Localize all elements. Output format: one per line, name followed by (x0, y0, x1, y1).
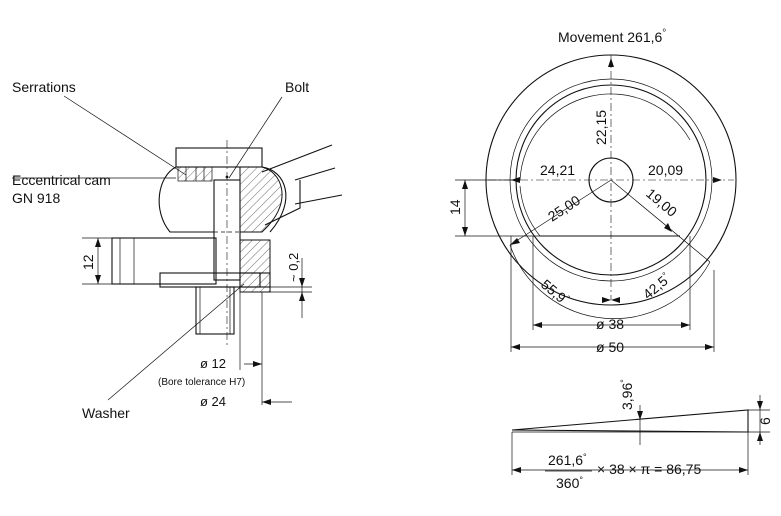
bore-tolerance: (Bore tolerance H7) (158, 377, 245, 388)
formula-denominator: 360° (556, 475, 583, 491)
dim-left: 24,21 (540, 162, 575, 178)
dim-outer: ø 24 (200, 394, 226, 409)
bolt-label: Bolt (285, 79, 309, 95)
dim-radial: 22,15 (593, 110, 609, 145)
dim-right: 20,09 (648, 162, 683, 178)
formula-numerator: 261,6° (548, 452, 587, 468)
gn-918-label: GN 918 (12, 190, 60, 206)
washer-label: Washer (82, 405, 130, 421)
side-view: Serrations Bolt Eccentrical cam GN 918 W… (12, 79, 343, 421)
dim-d38: ø 38 (596, 316, 624, 332)
angle-profile: 3,96° (619, 379, 635, 410)
top-view: Movement 261,6° 22,15 24,21 20,09 25,00 … (447, 28, 737, 355)
dim-height-14: 14 (447, 199, 463, 215)
angle-left: 55,9° (538, 276, 572, 308)
dim-r-right: 19,00 (643, 185, 680, 220)
serrations-label: Serrations (12, 79, 76, 95)
angle-right: 42,5° (640, 270, 674, 302)
dim-gap: ~ 0,2 (286, 253, 301, 282)
dim-d50: ø 50 (596, 339, 624, 355)
dim-height-12: 12 (80, 254, 96, 270)
profile-view: 3,96° 6 261,6° 360° × 38 × π = 86,75 (511, 379, 773, 491)
eccentrical-cam-label: Eccentrical cam (12, 172, 111, 188)
movement-label: Movement 261,6° (558, 28, 666, 45)
dim-r-left: 25,00 (545, 192, 583, 225)
profile-height: 6 (757, 417, 773, 425)
formula-result: × 38 × π = 86,75 (597, 461, 701, 477)
dim-bore: ø 12 (200, 356, 226, 371)
